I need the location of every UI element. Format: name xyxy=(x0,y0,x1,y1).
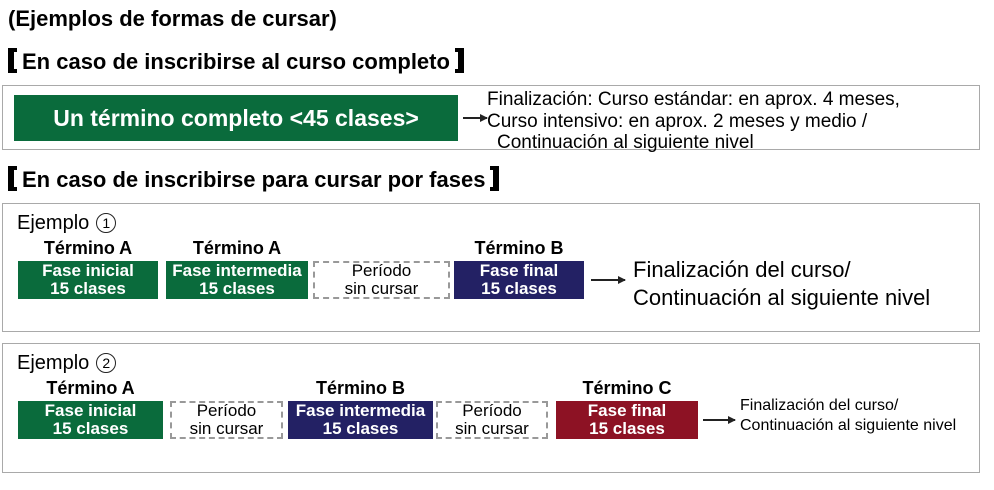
example-label-text: Ejemplo xyxy=(17,212,90,234)
phase-classes: 15 clases xyxy=(50,279,126,298)
phase-block: Fase intermedia 15 clases xyxy=(288,401,433,439)
phase-block: Fase inicial 15 clases xyxy=(18,261,158,299)
gap-block: Período sin cursar xyxy=(313,261,450,299)
phase-classes: 15 clases xyxy=(589,419,665,438)
page-title: (Ejemplos de formas de cursar) xyxy=(8,6,337,31)
gap-line: Período xyxy=(196,401,257,420)
gap-line: sin cursar xyxy=(189,419,264,438)
phase-block: Fase intermedia 15 clases xyxy=(166,261,308,299)
full-term-bar: Un término completo <45 clases> xyxy=(14,95,458,141)
bracket-right-icon xyxy=(490,166,500,191)
term-label: Término B xyxy=(315,378,405,398)
phase-name: Fase intermedia xyxy=(295,401,426,420)
result-line: Continuación al siguiente nivel xyxy=(497,132,754,153)
gap-line: sin cursar xyxy=(455,419,529,438)
result-line: Finalización del curso/ xyxy=(633,257,851,282)
bracket-right-icon xyxy=(454,48,464,73)
example-2-box: Ejemplo 2 Término A Término B Término C F… xyxy=(2,343,980,473)
gap-line: Período xyxy=(462,401,522,420)
term-label: Término A xyxy=(46,378,135,398)
result-line: Finalización: Curso estándar: en aprox. … xyxy=(487,89,900,110)
flow-arrow xyxy=(591,276,626,284)
phase-name: Fase final xyxy=(587,401,667,420)
phase-name: Fase final xyxy=(479,261,559,280)
flow-arrow xyxy=(703,416,736,424)
phase-block: Fase inicial 15 clases xyxy=(18,401,163,439)
gap-line: sin cursar xyxy=(344,279,419,298)
complete-section-box: Un término completo <45 clases> Finaliza… xyxy=(2,85,980,153)
phase-name: Fase intermedia xyxy=(172,261,302,280)
phase-block: Fase final 15 clases xyxy=(454,261,584,299)
flow-arrow xyxy=(463,114,488,122)
bracket-left-icon xyxy=(8,48,17,73)
bracket-left-icon xyxy=(8,166,17,191)
phase-name: Fase inicial xyxy=(42,261,134,280)
term-label: Término A xyxy=(43,238,133,258)
phase-name: Fase inicial xyxy=(44,401,137,420)
section-heading-phases-text: En caso de inscribirse para cursar por f… xyxy=(22,167,486,192)
circled-number-icon: 1 xyxy=(96,213,117,233)
example-2-label: Ejemplo 2 xyxy=(17,352,117,375)
term-label: Término B xyxy=(474,238,564,258)
section-heading-complete: En caso de inscribirse al curso completo xyxy=(8,48,464,75)
result-line: Continuación al siguiente nivel xyxy=(740,417,957,434)
gap-block: Período sin cursar xyxy=(170,401,283,439)
result-line: Continuación al siguiente nivel xyxy=(633,285,931,310)
term-label: Término A xyxy=(192,238,282,258)
result-line: Finalización del curso/ xyxy=(740,397,899,414)
phase-classes: 15 clases xyxy=(52,419,129,438)
phase-classes: 15 clases xyxy=(322,419,399,438)
phase-block: Fase final 15 clases xyxy=(556,401,698,439)
complete-result-text: Finalización: Curso estándar: en aprox. … xyxy=(487,89,900,154)
section-heading-phases: En caso de inscribirse para cursar por f… xyxy=(8,166,500,193)
example-label-text: Ejemplo xyxy=(17,352,90,374)
circled-number-icon: 2 xyxy=(96,353,117,373)
result-line: Curso intensivo: en aprox. 2 meses y med… xyxy=(487,110,868,132)
gap-line: Período xyxy=(351,261,412,280)
phase-classes: 15 clases xyxy=(481,279,557,298)
example-1-box: Ejemplo 1 Término A Término A Término B F… xyxy=(2,203,980,332)
section-heading-complete-text: En caso de inscribirse al curso completo xyxy=(22,49,450,74)
term-label: Término C xyxy=(582,378,672,398)
phase-classes: 15 clases xyxy=(199,279,275,298)
example-2-result-text: Finalización del curso/ Continuación al … xyxy=(740,396,956,436)
example-1-result-text: Finalización del curso/ Continuación al … xyxy=(633,256,930,312)
example-1-label: Ejemplo 1 xyxy=(17,212,117,235)
gap-block: Período sin cursar xyxy=(436,401,548,439)
